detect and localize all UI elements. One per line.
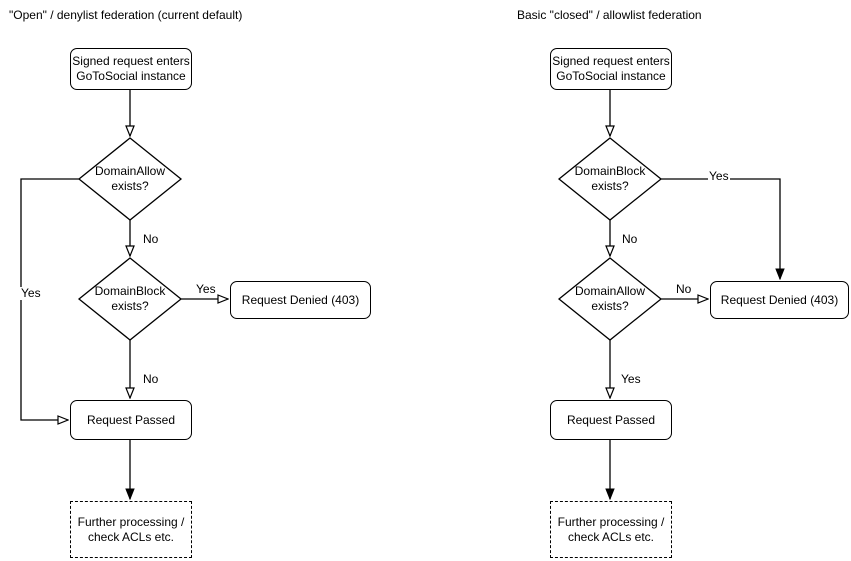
diamond-right-decision2	[557, 257, 663, 341]
node-text-line: Request Denied (403)	[241, 292, 360, 307]
node-text-line: DomainBlock	[94, 284, 166, 298]
node-text-line: exists?	[111, 299, 149, 313]
node-text-line: Request Denied (403)	[720, 292, 839, 307]
decision1-label-right: DomainBlock exists?	[559, 164, 661, 194]
edge-label-right-decision1-yes: Yes	[708, 169, 730, 183]
diamond-right-decision1	[557, 137, 663, 221]
node-text-line: DomainAllow	[574, 284, 646, 298]
node-text-line: GoToSocial instance	[76, 69, 186, 83]
decision2-label-right: DomainAllow exists?	[559, 284, 661, 314]
passed-node-left: Request Passed	[70, 400, 192, 440]
node-text-line: Signed request enters	[552, 54, 670, 68]
node-text-line: exists?	[591, 179, 629, 193]
start-node-right: Signed request enters GoToSocial instanc…	[550, 48, 672, 90]
node-text-line: check ACLs etc.	[87, 529, 175, 544]
node-text-line: Further processing /	[77, 514, 185, 529]
node-text-line: Request Passed	[566, 412, 656, 427]
chart-title-right: Basic "closed" / allowlist federation	[517, 8, 702, 22]
denied-node-right: Request Denied (403)	[710, 281, 849, 319]
edge-label-left-decision1-yes: Yes	[20, 286, 42, 300]
edge-label-right-decision2-no: No	[675, 282, 693, 296]
edge-label-left-decision2-yes: Yes	[195, 282, 217, 296]
node-text-line: DomainBlock	[574, 164, 646, 178]
diamond-left-decision1	[77, 137, 183, 221]
decision1-label-left: DomainAllow exists?	[79, 164, 181, 194]
node-text-line: Request Passed	[86, 412, 176, 427]
passed-node-right: Request Passed	[550, 400, 672, 440]
node-text-line: Signed request enters	[72, 54, 190, 68]
start-node-left: Signed request enters GoToSocial instanc…	[70, 48, 192, 90]
node-text-line: Further processing /	[557, 514, 665, 529]
decision2-label-left: DomainBlock exists?	[79, 284, 181, 314]
further-node-right: Further processing / check ACLs etc.	[550, 501, 672, 558]
chart-title-left: "Open" / denylist federation (current de…	[9, 8, 243, 22]
edge-right-decision1-yes-to-denied	[661, 178, 780, 279]
edge-label-right-decision1-no: No	[621, 232, 639, 246]
node-text-line: GoToSocial instance	[556, 69, 666, 83]
edge-label-right-decision2-yes: Yes	[620, 372, 642, 386]
diamond-left-decision2	[77, 257, 183, 341]
further-node-left: Further processing / check ACLs etc.	[70, 501, 192, 558]
node-text-line: check ACLs etc.	[567, 529, 655, 544]
denied-node-left: Request Denied (403)	[230, 281, 371, 319]
node-text-line: exists?	[111, 179, 149, 193]
node-text-line: exists?	[591, 299, 629, 313]
edge-label-left-decision2-no: No	[142, 372, 160, 386]
edge-label-left-decision1-no: No	[142, 232, 160, 246]
node-text-line: DomainAllow	[94, 164, 166, 178]
